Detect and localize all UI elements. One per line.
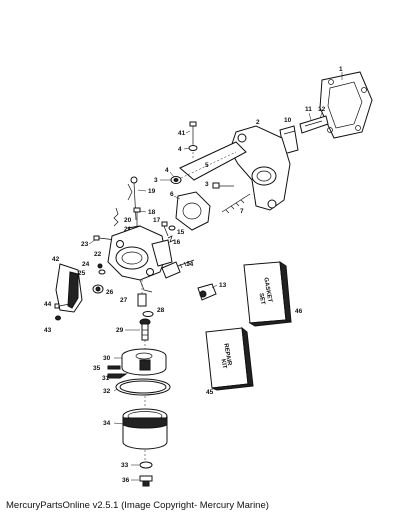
part-24-plug (97, 263, 103, 269)
part-31-needle (107, 373, 128, 379)
part-7-stud (221, 193, 251, 214)
part-label-20: 20 (124, 217, 132, 224)
gasket-set-line2: SET (258, 293, 266, 306)
part-label-4b: 4 (165, 167, 169, 174)
part-16-spring (167, 235, 175, 243)
copyright-caption: MercuryPartsOnline v2.5.1 (Image Copyrig… (6, 500, 269, 511)
part-label-4: 4 (178, 146, 182, 153)
gasket-set-line1: GASKET (262, 277, 272, 303)
part-15-washer (168, 225, 176, 231)
part-label-21: 21 (124, 226, 132, 233)
part-label-46: 46 (295, 308, 303, 315)
part-35-pin (107, 365, 121, 370)
repair-kit-line1: REPAIR (222, 343, 232, 367)
part-27-jet (137, 280, 147, 307)
part-label-34: 34 (103, 420, 111, 427)
part-label-12: 12 (318, 106, 326, 113)
part-label-19: 19 (148, 188, 156, 195)
part-label-10: 10 (284, 117, 292, 124)
part-label-31: 31 (102, 375, 110, 382)
part-label-6: 6 (170, 191, 174, 198)
part-41-bolt (189, 121, 197, 160)
part-36-drain-screw (139, 475, 153, 487)
part-45-repair-kit-box: REPAIR KIT (205, 326, 254, 391)
part-label-41: 41 (178, 130, 186, 137)
part-29-nozzle (139, 318, 151, 341)
part-label-27: 27 (120, 297, 128, 304)
part-label-14: 14 (186, 261, 194, 268)
part-label-45: 45 (206, 389, 214, 396)
part-20-spring (113, 207, 119, 227)
part-22-carburetor-body (107, 225, 173, 293)
part-label-18: 18 (148, 209, 156, 216)
part-label-7: 7 (240, 208, 244, 215)
part-46-gasket-set-box: GASKET SET (243, 260, 292, 327)
part-label-15: 15 (177, 229, 185, 236)
part-26-fitting (92, 284, 104, 294)
part-label-35: 35 (93, 365, 101, 372)
part-label-3: 3 (154, 177, 158, 184)
part-5-nut (170, 176, 182, 184)
part-label-23: 23 (81, 241, 89, 248)
part-34-float-bowl (122, 408, 168, 450)
part-25-screw (98, 269, 106, 275)
part-label-11: 11 (305, 106, 312, 113)
part-label-1: 1 (339, 66, 343, 73)
part-2-intake-manifold (179, 125, 291, 211)
part-32-gasket-ring (115, 378, 171, 396)
part-6-gasket (175, 191, 211, 231)
part-label-42: 42 (52, 256, 60, 263)
repair-kit-line2: KIT (220, 359, 228, 370)
part-label-33: 33 (121, 462, 129, 469)
part-12-reed-stop (299, 115, 329, 134)
part-label-28: 28 (157, 307, 165, 314)
part-3-screw (212, 182, 234, 189)
part-19-choke-rod (127, 176, 138, 221)
part-label-3b: 3 (205, 181, 209, 188)
part-label-16: 16 (173, 239, 181, 246)
part-30-float (121, 348, 167, 376)
part-label-25: 25 (78, 270, 86, 277)
part-4-washer (188, 145, 198, 151)
part-label-13: 13 (219, 282, 227, 289)
part-label-43: 43 (44, 327, 52, 334)
part-label-30: 30 (103, 355, 111, 362)
part-44-screw (54, 303, 71, 309)
part-label-22: 22 (94, 251, 102, 258)
part-label-17: 17 (153, 217, 161, 224)
part-label-44: 44 (44, 301, 52, 308)
part-label-24: 24 (82, 261, 90, 268)
part-13-fitting (197, 283, 217, 301)
carburetor-exploded-diagram: 1 11 12 10 2 41 4 4 3 5 (44, 66, 373, 487)
part-1-gasket (319, 71, 373, 139)
part-label-2: 2 (256, 119, 260, 126)
part-42-cover (55, 263, 83, 313)
part-43-washer (55, 315, 61, 321)
part-label-26: 26 (106, 289, 114, 296)
part-17-screw (161, 221, 169, 237)
part-label-32: 32 (103, 388, 111, 395)
part-14-needle (161, 259, 195, 279)
part-label-29: 29 (116, 327, 124, 334)
part-18-screw (133, 207, 141, 228)
part-label-36: 36 (122, 477, 130, 484)
part-33-gasket (139, 461, 153, 469)
part-28-gasket (142, 311, 154, 317)
